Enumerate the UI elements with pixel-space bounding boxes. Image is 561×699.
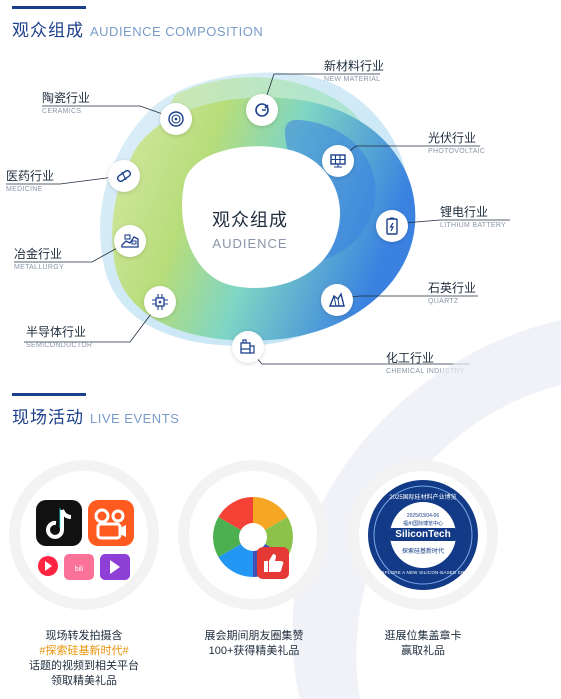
bilibili-icon: bili (64, 554, 94, 580)
event-caption-stamp: 逛展位集盖章卡 赢取礼品 (339, 629, 507, 659)
douyin-icon (36, 500, 82, 546)
stamp-date: 2025/03/04-06 (406, 513, 440, 519)
stamp-slogan-cn: 探索硅基新时代 (401, 549, 444, 555)
svg-text:bili: bili (75, 566, 84, 573)
industry-label-en: CHEMICAL INDUSTRY (386, 368, 465, 375)
events-title-en: LIVE EVENTS (90, 411, 180, 426)
stamp-brand: SiliconTech (390, 528, 456, 541)
caption-hashtag: #探索硅基新时代# (39, 645, 129, 657)
section-bar (12, 393, 86, 396)
stamp-badge: 2025国际硅材料产业博览会 EXPLORE A NEW SILICON-BAS… (368, 480, 478, 590)
video-play-icon (100, 554, 130, 580)
industry-label: 化工行业 (386, 351, 435, 365)
industry-label: 石英行业 (428, 281, 477, 295)
center-label-cn: 观众组成 (212, 210, 288, 230)
caption-line: 逛展位集盖章卡 (384, 630, 462, 642)
thumbs-up-icon (257, 547, 289, 579)
industry-label-en: METALLURGY (14, 264, 64, 271)
metallurgy-icon (114, 225, 146, 257)
industry-semiconductor: 半导体行业 SEMICONDUCTOR (26, 326, 92, 349)
industry-label: 冶金行业 (14, 247, 63, 261)
caption-line: 100+获得精美礼品 (208, 645, 300, 657)
chip-icon (144, 286, 176, 318)
kuaishou-icon (88, 500, 134, 546)
caption-line: 赢取礼品 (401, 645, 445, 657)
industry-label-en: SEMICONDUCTOR (26, 342, 93, 349)
industry-ceramics: 陶瓷行业 CERAMICS (42, 92, 90, 115)
industry-label-en: NEW MATERIAL (324, 76, 381, 83)
industry-label-en: MEDICINE (6, 186, 43, 193)
weibo-video-icon (38, 556, 58, 576)
caption-line: 现场转发拍摄含 (45, 630, 123, 642)
industry-label: 锂电行业 (440, 205, 489, 219)
industry-chemical: 化工行业 CHEMICAL INDUSTRY (386, 352, 465, 375)
ceramics-icon (160, 103, 192, 135)
pill-icon (108, 160, 140, 192)
industry-label-en: QUARTZ (428, 298, 459, 305)
industry-label-en: CERAMICS (42, 108, 82, 115)
caption-line: 话题的视频到相关平台 (29, 660, 139, 672)
composition-title-en: AUDIENCE COMPOSITION (90, 24, 264, 39)
composition-title-cn: 观众组成 (12, 21, 84, 40)
center-label-en: AUDIENCE (212, 236, 288, 251)
battery-icon (376, 210, 408, 242)
events-title-cn: 现场活动 (12, 408, 84, 427)
social-apps-icons: bili (36, 500, 134, 580)
industry-label-en: PHOTOVOLTAIC (428, 148, 486, 155)
industry-label-en: LITHIUM BATTERY (440, 222, 507, 229)
industry-photovoltaic: 光伏行业 PHOTOVOLTAIC (428, 132, 485, 155)
event-caption-video: 现场转发拍摄含 #探索硅基新时代# 话题的视频到相关平台 领取精美礼品 (0, 629, 168, 689)
industry-metallurgy: 冶金行业 METALLURGY (14, 248, 64, 271)
section-title-composition: 观众组成 AUDIENCE COMPOSITION (12, 16, 263, 41)
industry-label: 光伏行业 (428, 131, 477, 145)
industry-label: 新材料行业 (324, 59, 385, 73)
industry-lithium-battery: 锂电行业 LITHIUM BATTERY (440, 206, 506, 229)
industry-new-material: 新材料行业 NEW MATERIAL (324, 60, 384, 83)
audience-center-label: 观众组成 AUDIENCE (190, 206, 310, 251)
industry-label: 医药行业 (6, 169, 55, 183)
caption-line: 展会期间朋友圈集赞 (204, 630, 304, 642)
quartz-icon (321, 284, 353, 316)
industry-medicine: 医药行业 MEDICINE (6, 170, 54, 193)
section-bar (12, 6, 86, 9)
section-title-events: 现场活动 LIVE EVENTS (12, 403, 179, 428)
solar-panel-icon (322, 145, 354, 177)
stamp-ring-text: 2025国际硅材料产业博览会 (389, 495, 457, 510)
new-material-icon (246, 94, 278, 126)
caption-line: 领取精美礼品 (51, 675, 117, 687)
stamp-slogan-en: EXPLORE A NEW SILICON-BASED ERA (378, 570, 468, 575)
industry-quartz: 石英行业 QUARTZ (428, 282, 476, 305)
industry-label: 半导体行业 (26, 325, 87, 339)
event-caption-moments: 展会期间朋友圈集赞 100+获得精美礼品 (170, 629, 338, 659)
audience-blob (6, 72, 510, 365)
chemical-icon (232, 331, 264, 363)
stamp-venue: 福州国际博览中心 (402, 521, 443, 527)
industry-label: 陶瓷行业 (42, 91, 91, 105)
